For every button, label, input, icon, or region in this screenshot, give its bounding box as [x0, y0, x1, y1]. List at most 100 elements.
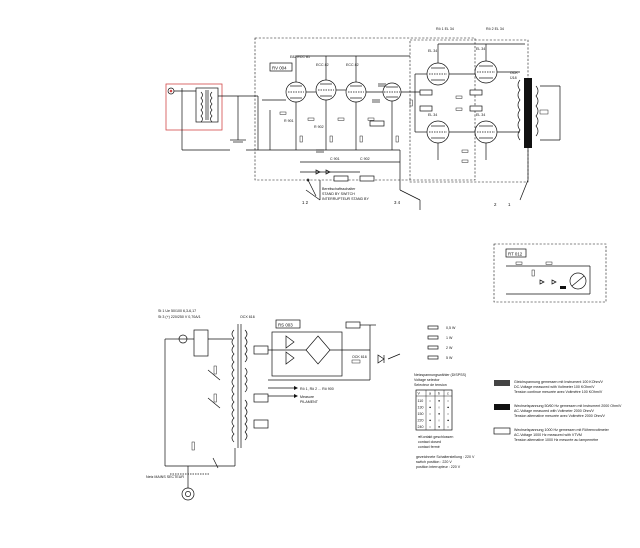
- output-label-1: Rö 1, Rö 2 ... Rö 900: [300, 387, 334, 391]
- selector-table: [415, 389, 453, 431]
- ock-label: OCK 616: [352, 355, 367, 359]
- output-transformer: OCK Ü18 1 2: [494, 71, 561, 207]
- input-jack-red-dot: [169, 89, 173, 93]
- bridge-rectifier: [305, 335, 331, 365]
- net-label: Netz MAINS SECTEUR: [146, 475, 184, 479]
- selector-cell: ○: [438, 419, 440, 423]
- fuse-legend: 0,5 W 1 W 2 W 5 W: [427, 325, 456, 360]
- poweramp-enclosure: [409, 39, 529, 183]
- selector-cell: ○: [447, 425, 449, 429]
- tube-v802-label: ECC 82: [316, 63, 329, 67]
- supply-ocx-label: OCX 616: [240, 315, 255, 319]
- selector-cell: ●: [429, 406, 431, 410]
- fuse-value-1: 0,5 W: [446, 326, 456, 330]
- misc-label-r902: R 902: [314, 125, 324, 129]
- meter-dial: [569, 272, 587, 290]
- tube-v803-label: ECC 82: [346, 63, 359, 67]
- legend-1-line3: Tension continue mesurée avec Voltmètre …: [514, 390, 603, 394]
- selector-header-cell: c: [447, 392, 449, 396]
- misc-label-c902: C 902: [360, 157, 370, 161]
- svg-text:1: 1: [508, 202, 511, 207]
- upper-wiring: [262, 43, 525, 210]
- svg-text:3 4: 3 4: [394, 200, 401, 205]
- amplifier-section: RV 004 E82 ECC 81 ECC 82 ECC 82: [165, 27, 561, 210]
- legend-1-line1: Gleichspannung gemessen mit Instrument 1…: [514, 380, 603, 384]
- input-transformer-highlight: [165, 83, 223, 131]
- power-supply-section: St 1 Ue 50/100 6,3-6,17 St 3 (+) 220/250…: [146, 309, 401, 501]
- power-tube-3: EL 34: [426, 113, 450, 144]
- legend-swatch-vtvm: [493, 427, 511, 435]
- stage-label-box-right: [505, 248, 527, 258]
- tube-v801: E82 ECC 81: [285, 55, 310, 103]
- selector-header-cell: V: [418, 392, 421, 396]
- selector-subtitle-1: Voltage selector: [414, 378, 440, 382]
- measurement-legend: Gleichspannung gemessen mit Instrument 1…: [493, 380, 622, 442]
- legend-2-line2: AC-Voltage measured with Voltmeter 2000 …: [514, 409, 595, 413]
- selector-cell: ●: [438, 399, 440, 403]
- tube-v901c-label: EL 34: [428, 113, 437, 117]
- meter-section: RT 012: [493, 243, 607, 303]
- svg-text:1 2: 1 2: [302, 200, 309, 205]
- selector-note-3: position interrupteur : 220 V: [416, 465, 461, 469]
- selector-cell: 110: [418, 399, 424, 403]
- selector-header-cell: b: [438, 392, 440, 396]
- meter-enclosure: [493, 243, 607, 303]
- selector-cell: ●: [447, 406, 449, 410]
- stage-label-lower: RS 003: [278, 323, 293, 328]
- standby-line2: STAND BY SWITCH: [322, 192, 355, 196]
- selector-foot-2: contact closed: [418, 440, 441, 444]
- selector-header-cell: a: [429, 392, 431, 396]
- selector-subtitle-2: Selecteur de tension: [414, 383, 447, 387]
- power-tube-4: EL 34: [474, 113, 498, 144]
- selector-cell: ○: [447, 412, 449, 416]
- selector-note-1: gezeichnete Schalterstellung : 220 V: [416, 455, 475, 459]
- tube-v901b-label: EL 34: [476, 47, 485, 51]
- stage-label-right: RT 012: [508, 252, 523, 257]
- output-transformer-sub: Ü18: [510, 76, 517, 80]
- legend-2-line3: Tension alternative mesurée avec Voltmèt…: [514, 414, 605, 418]
- selector-cell: 240: [418, 425, 424, 429]
- selector-cell: ●: [438, 412, 440, 416]
- selector-cell: ○: [429, 425, 431, 429]
- standby-switch: Bereitschaftsschalter STAND BY SWITCH IN…: [302, 178, 401, 205]
- rectifier-block: [271, 331, 343, 377]
- legend-swatch-dc: [494, 380, 510, 386]
- selector-note-2: switch position : 220 V: [416, 460, 452, 464]
- mains-switch-block: [193, 329, 209, 357]
- svg-text:2: 2: [494, 202, 497, 207]
- selector-cell: 220: [418, 419, 424, 423]
- fuse-value-2: 1 W: [446, 336, 453, 340]
- fuse-value-4: 5 W: [446, 356, 453, 360]
- tube-v901a-label: EL 34: [428, 49, 437, 53]
- standby-line3: INTERRUPTEUR STAND BY: [322, 197, 369, 201]
- supply-st-line-2: St 3 (+) 220/250 V 0,70A/1: [158, 315, 201, 319]
- tube-v801-label: E82 ECC 81: [290, 55, 310, 59]
- misc-label-c901: C 901: [330, 157, 340, 161]
- power-tube-top-1: Rö 1 EL 34: [436, 27, 454, 31]
- output-label-2: Measure: [300, 395, 314, 399]
- selector-cell: ○: [438, 406, 440, 410]
- selector-cell: ○: [447, 399, 449, 403]
- output-label-3: PILAMENT: [300, 400, 319, 404]
- legend-3-line1: Wechselspannung 1000 Hz gemessen mit Röh…: [514, 428, 610, 432]
- selector-cell: ●: [429, 419, 431, 423]
- selector-cell: ○: [429, 399, 431, 403]
- stage-label-box-upper: [269, 62, 293, 72]
- output-transformer-label: OCK: [510, 71, 518, 75]
- input-transformer: [195, 87, 219, 123]
- misc-label-r901: R 901: [284, 119, 294, 123]
- voltage-selector: Netzspannungswähler (DISPSS) Voltage sel…: [414, 373, 475, 469]
- legend-2-line1: Wechselspannung 50/60 Hz gemessen mit In…: [514, 404, 622, 408]
- selector-title: Netzspannungswähler (DISPSS): [414, 373, 466, 377]
- selector-foot-3: contact fermé: [418, 445, 440, 449]
- legend-swatch-ac: [494, 404, 510, 410]
- power-tube-top-2: Rö 2 EL 34: [486, 27, 504, 31]
- fuse-value-3: 2 W: [446, 346, 453, 350]
- standby-line1: Bereitschaftsschalter: [322, 187, 356, 191]
- upper-components: [279, 83, 483, 182]
- tube-v901d-label: EL 34: [476, 113, 485, 117]
- selector-cell: ○: [429, 412, 431, 416]
- selector-cell: ●: [438, 425, 440, 429]
- legend-3-line3: Tension alternative 1000 Hz mesurée au l…: [514, 438, 598, 442]
